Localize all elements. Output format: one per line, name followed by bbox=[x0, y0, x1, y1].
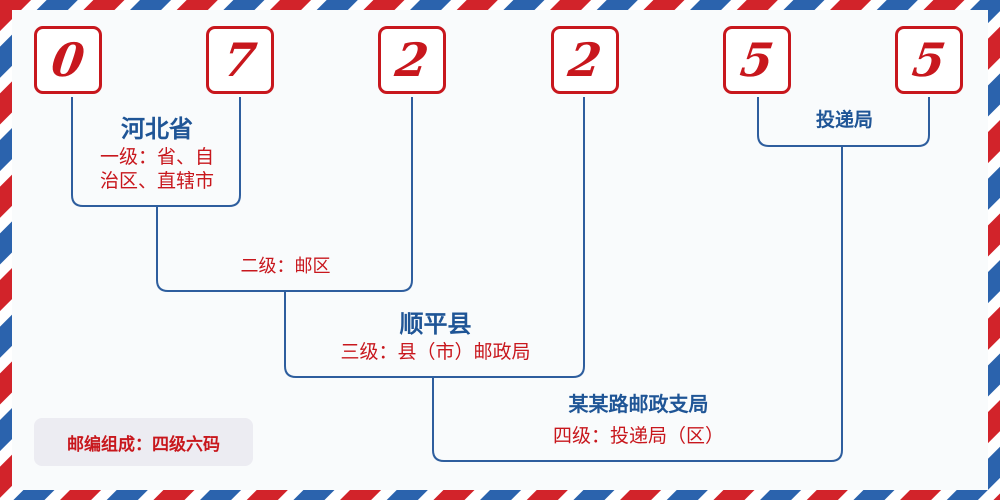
digit-text: 7 bbox=[220, 33, 260, 87]
level2-desc: 二级：邮区 bbox=[240, 256, 331, 277]
level1-desc-line2: 治区、直辖市 bbox=[99, 170, 214, 192]
postcode-digit-6: 5 bbox=[895, 26, 963, 94]
connector-level4 bbox=[432, 146, 843, 462]
postcode-digit-2: 7 bbox=[206, 26, 274, 94]
connector-level3 bbox=[284, 97, 585, 378]
digit-text: 0 bbox=[48, 33, 88, 87]
digit-text: 5 bbox=[737, 33, 777, 87]
info-text: 邮编组成：四级六码 bbox=[67, 434, 220, 455]
envelope-inner bbox=[12, 10, 988, 490]
digit-text: 2 bbox=[565, 33, 605, 87]
level3-desc: 三级：县（市）邮政局 bbox=[340, 341, 531, 363]
level3-title: 顺平县 bbox=[399, 310, 472, 338]
digit-text: 2 bbox=[392, 33, 432, 87]
postcode-digit-4: 2 bbox=[551, 26, 619, 94]
level4-desc: 四级：投递局（区） bbox=[552, 425, 724, 447]
delivery-title: 投递局 bbox=[815, 109, 873, 131]
level1-desc-line1: 一级：省、自 bbox=[99, 146, 214, 168]
info-badge: 邮编组成：四级六码 bbox=[34, 418, 253, 466]
digit-text: 5 bbox=[909, 33, 949, 87]
connector-delivery bbox=[757, 97, 930, 147]
postcode-digit-3: 2 bbox=[378, 26, 446, 94]
postcode-digit-1: 0 bbox=[34, 26, 102, 94]
level1-title: 河北省 bbox=[121, 115, 193, 143]
level4-title: 某某路邮政支局 bbox=[568, 392, 709, 416]
postcode-digit-5: 5 bbox=[723, 26, 791, 94]
